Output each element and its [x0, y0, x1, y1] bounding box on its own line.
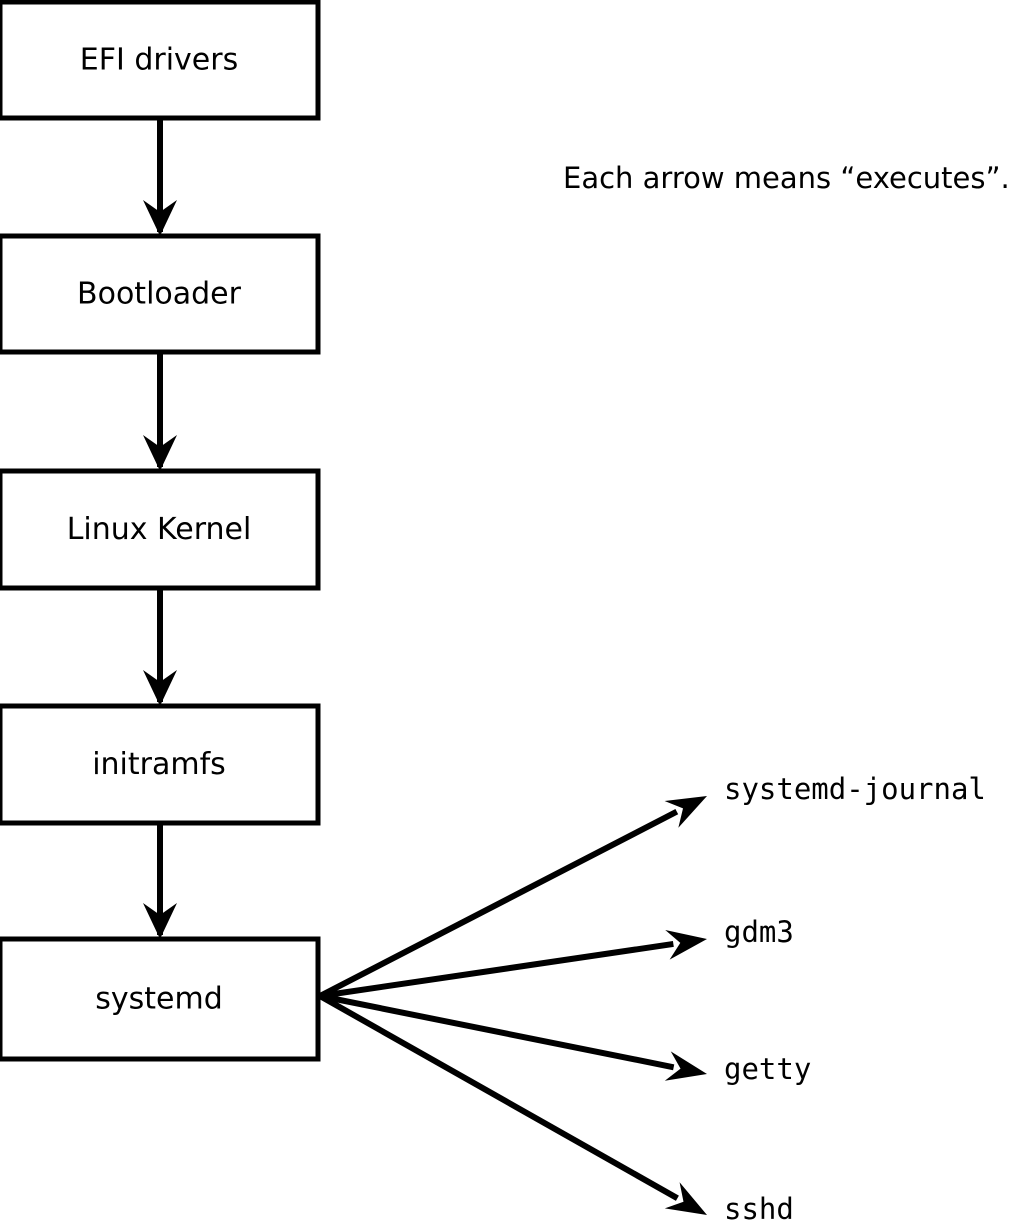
fan-arrow-to-systemd-journal — [318, 796, 707, 999]
box-outline — [0, 703, 321, 826]
chain-arrow-layer — [143, 118, 177, 939]
arrowhead-icon — [143, 903, 177, 939]
service-label-layer: systemd-journal gdm3 getty sshd — [724, 772, 986, 1226]
arrowhead-icon — [664, 1051, 707, 1081]
box-label: Bootloader — [77, 277, 242, 312]
process-box-efi-drivers[interactable]: EFI drivers — [0, 0, 321, 121]
process-box-initramfs[interactable]: initramfs — [0, 703, 321, 826]
flow-arrow-efi-drivers-to-bootloader — [143, 118, 177, 236]
fan-arrow-layer — [318, 796, 707, 1215]
arrowhead-icon — [143, 200, 177, 236]
arrowhead-icon — [143, 670, 177, 706]
box-outline — [0, 936, 321, 1062]
flow-arrow-bootloader-to-linux-kernel — [143, 352, 177, 471]
process-box-systemd[interactable]: systemd — [0, 936, 321, 1062]
arrowhead-icon — [664, 796, 707, 828]
service-label-getty: getty — [724, 1052, 811, 1086]
flow-arrow-initramfs-to-systemd — [143, 823, 177, 939]
box-outline — [0, 233, 321, 355]
box-outline — [0, 468, 321, 591]
box-label: Linux Kernel — [67, 512, 252, 547]
box-label: systemd — [95, 982, 223, 1017]
process-box-linux-kernel[interactable]: Linux Kernel — [0, 468, 321, 591]
service-label-systemd-journal: systemd-journal — [724, 772, 986, 806]
fan-arrow-to-gdm3 — [319, 929, 707, 999]
box-label: EFI drivers — [80, 43, 238, 78]
legend-note: Each arrow means “executes”. — [563, 161, 1010, 195]
arrowhead-icon — [143, 435, 177, 471]
service-label-gdm3: gdm3 — [724, 915, 794, 949]
box-label: initramfs — [92, 747, 226, 782]
box-outline — [0, 0, 321, 121]
fan-arrow-to-getty — [319, 993, 707, 1081]
arrowhead-icon — [664, 1182, 707, 1215]
process-box-bootloader[interactable]: Bootloader — [0, 233, 321, 355]
fan-arrow-to-sshd — [318, 993, 707, 1215]
service-label-sshd: sshd — [724, 1192, 794, 1226]
flow-arrow-linux-kernel-to-initramfs — [143, 588, 177, 706]
arrowhead-icon — [665, 929, 707, 960]
